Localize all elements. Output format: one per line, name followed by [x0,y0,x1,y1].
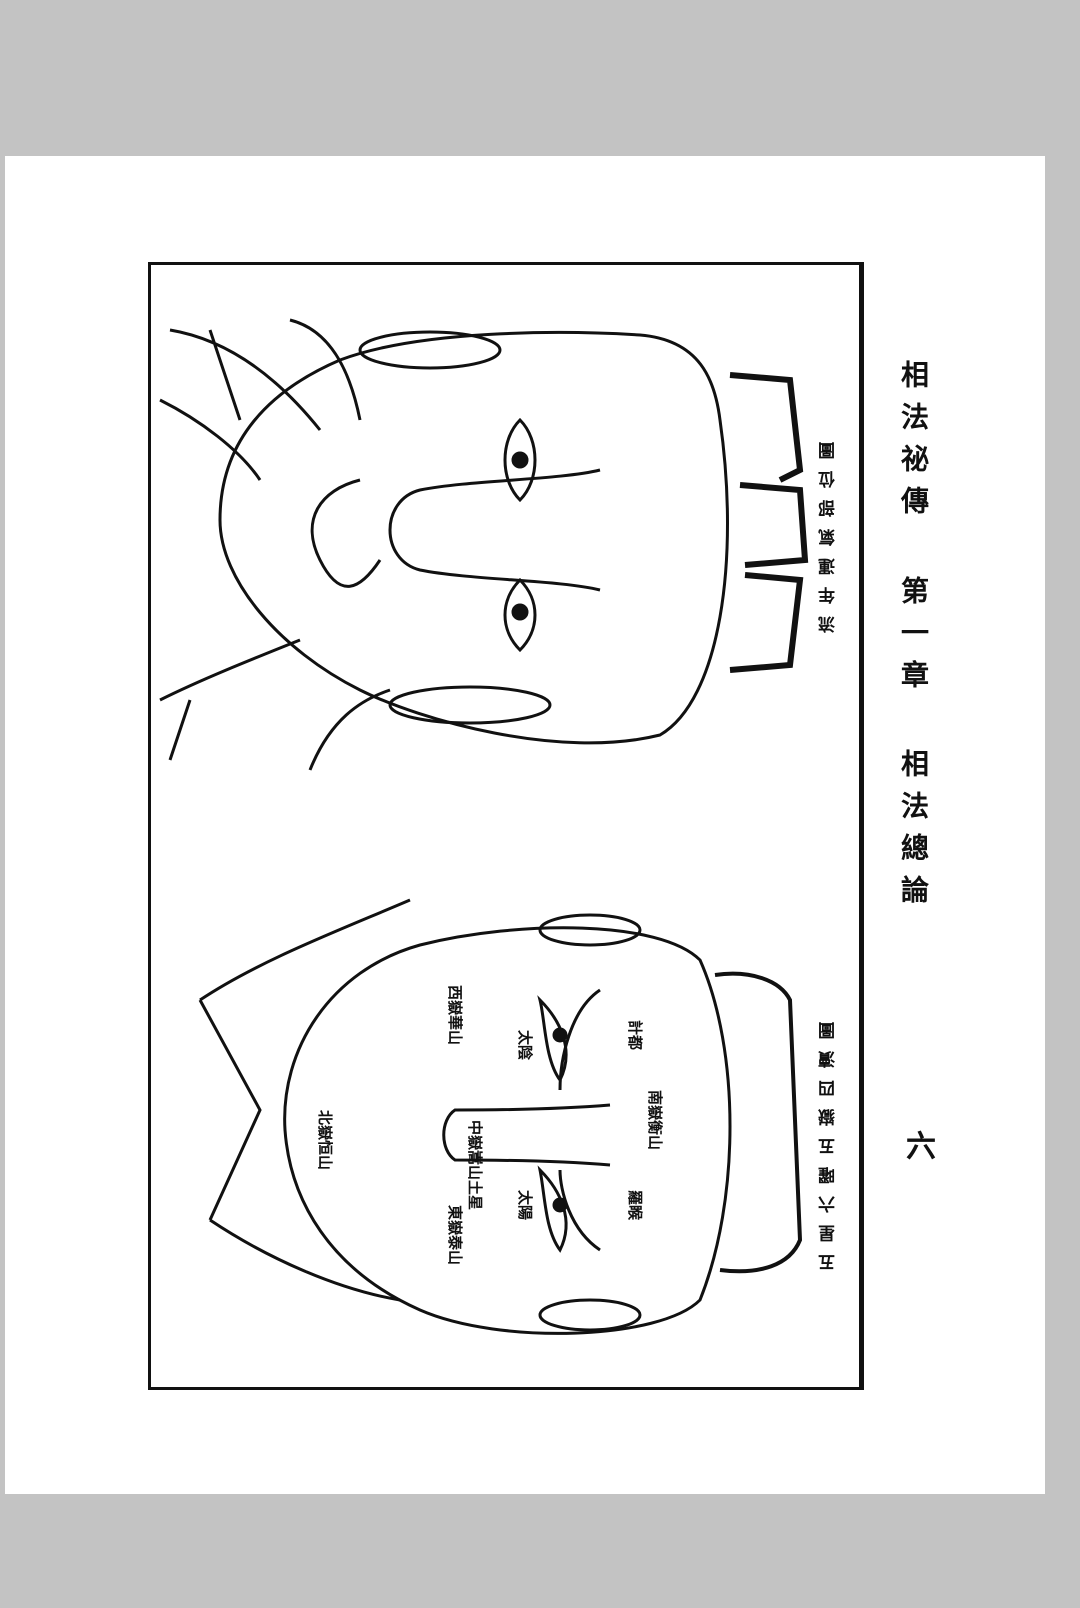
label-moon: 太陰 [516,1030,534,1061]
label-center: 中嶽嵩山土星 [466,1120,484,1210]
label-south: 南嶽衡山 [646,1090,664,1150]
chapter-title: 相法總論 [897,749,930,917]
label-west: 西嶽華山 [446,985,464,1045]
label-sun: 太陽 [516,1190,534,1220]
book-title: 相法祕傳 [897,360,930,528]
chapter-number: 第一章 [897,575,930,702]
illustration-frame [148,262,864,1390]
label-north: 北嶽恒山 [316,1110,334,1170]
face-diagram-annual-fortune [159,318,809,771]
label-rahu: 羅睺 [626,1190,644,1221]
page-number: 六 [900,1130,935,1160]
face-diagram-five-mountains: 南嶽衡山 北嶽恒山 西嶽華山 東嶽泰山 中嶽嵩山土星 太陰 太陽 羅睺 計都 [198,898,803,1335]
running-header: 相法祕傳 第一章 相法總論 [893,360,933,917]
label-ketu: 計都 [626,1020,644,1050]
label-east: 東嶽泰山 [446,1205,464,1265]
book-page [5,156,1045,1494]
